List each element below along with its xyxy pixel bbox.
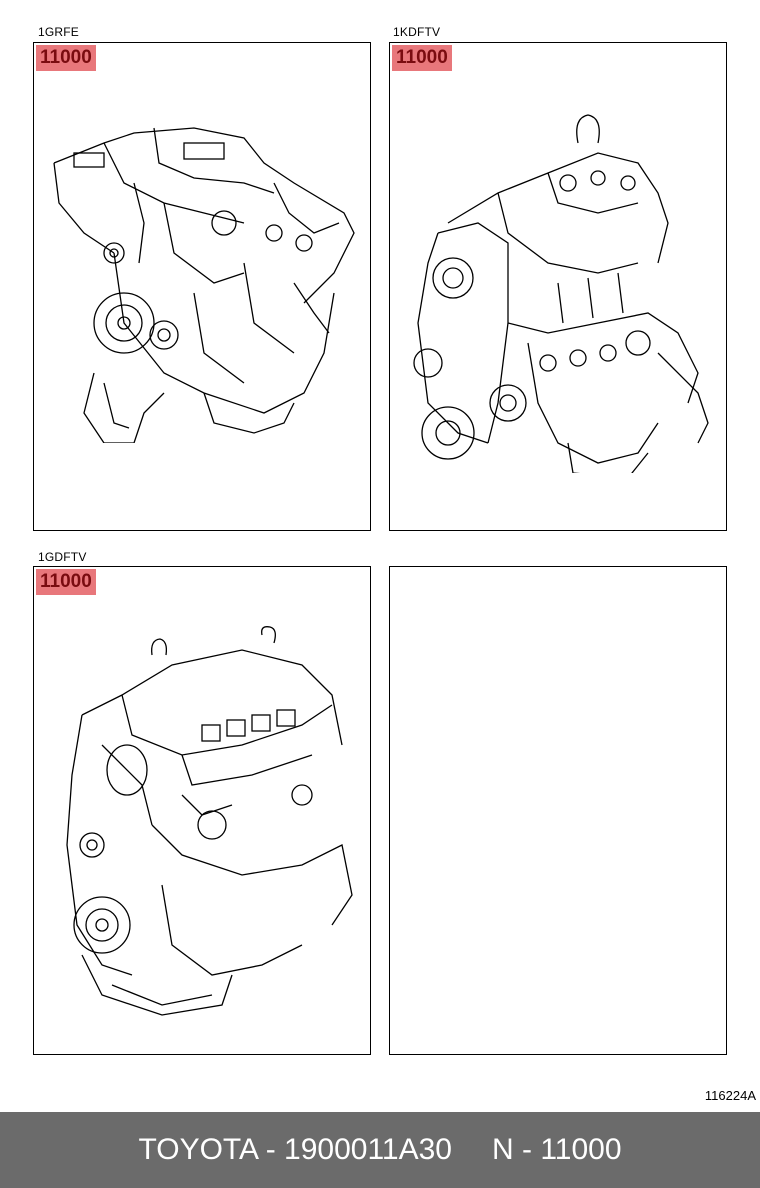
panel-1grfe: 11000 xyxy=(33,42,371,531)
illustration-code: 116224A xyxy=(704,1088,756,1103)
panel-1kdftv: 11000 xyxy=(389,42,727,531)
panel-3-part-code-badge[interactable]: 11000 xyxy=(36,569,96,595)
panel-2-engine-label: 1KDFTV xyxy=(393,25,441,39)
panel-3-engine-label: 1GDFTV xyxy=(38,550,87,564)
panel-empty xyxy=(389,566,727,1055)
panel-1-part-code-badge[interactable]: 11000 xyxy=(36,45,96,71)
engine-1grfe-drawing[interactable] xyxy=(44,123,364,443)
footer-ref-code: N - 11000 xyxy=(492,1133,622,1166)
engine-1gdftv-drawing[interactable] xyxy=(42,625,362,1025)
panel-1-engine-label: 1GRFE xyxy=(38,25,80,39)
engine-1kdftv-drawing[interactable] xyxy=(398,103,718,473)
panel-2-part-code-badge[interactable]: 11000 xyxy=(392,45,452,71)
footer-bar: TOYOTA - 1900011A30 N - 11000 xyxy=(0,1112,760,1188)
footer-brand-part-number: TOYOTA - 1900011A30 xyxy=(138,1133,452,1166)
panel-1gdftv: 11000 xyxy=(33,566,371,1055)
